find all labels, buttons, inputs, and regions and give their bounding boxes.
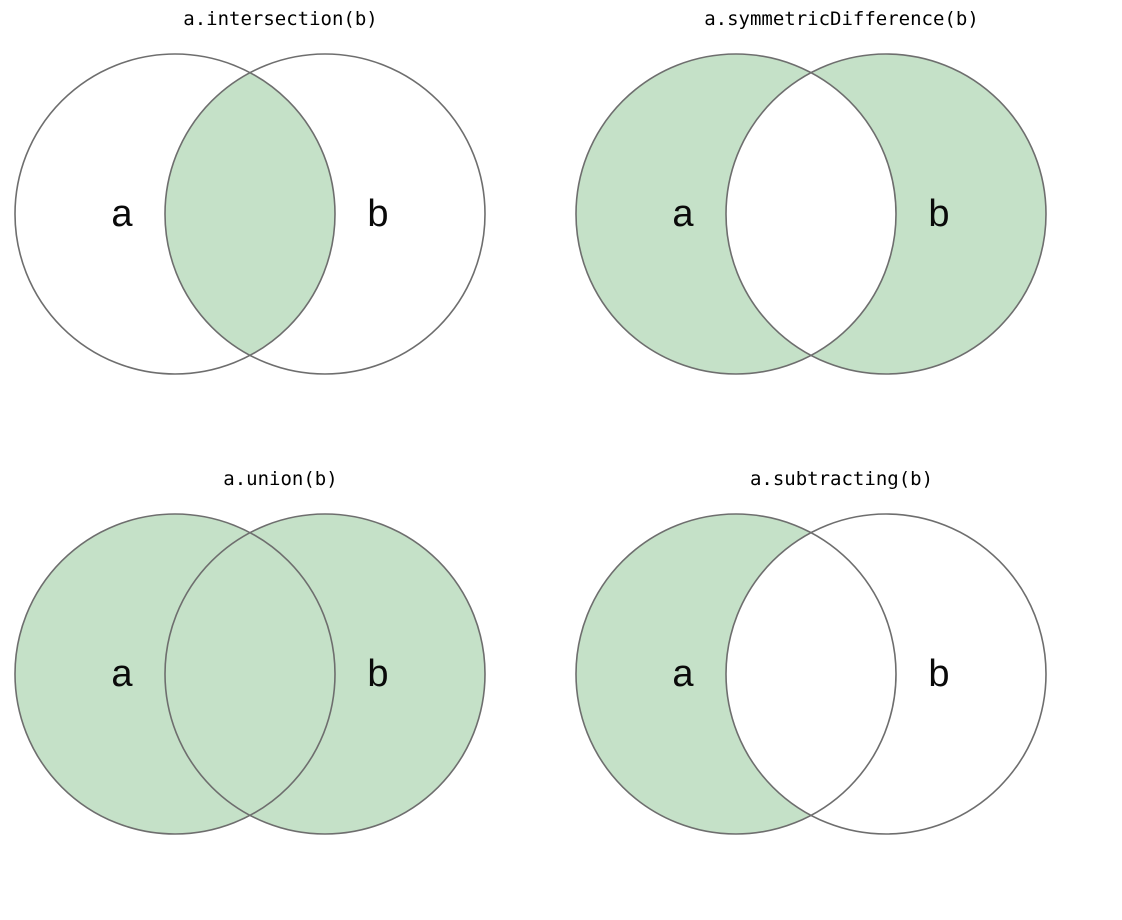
- set-label-b: b: [367, 653, 388, 695]
- venn-svg-intersection: a b: [14, 53, 486, 375]
- panel-subtracting: a.subtracting(b) a b: [561, 460, 1122, 920]
- set-label-a: a: [672, 193, 694, 235]
- panel-intersection: a.intersection(b) a b: [0, 0, 561, 460]
- panel-title-intersection: a.intersection(b): [183, 8, 378, 30]
- panel-title-union: a.union(b): [223, 468, 338, 490]
- panel-title-subtracting: a.subtracting(b): [749, 468, 934, 490]
- set-label-a: a: [111, 193, 133, 235]
- venn-svg-union: a b: [14, 513, 486, 835]
- venn-diagram-figure: a.intersection(b) a b: [0, 0, 1122, 835]
- panel-symmetric-difference: a.symmetricDifference(b) a b: [561, 0, 1122, 460]
- venn-svg-subtracting: a b: [575, 513, 1047, 835]
- circle-b-outline: [164, 53, 486, 375]
- set-label-b: b: [928, 193, 949, 235]
- set-label-b: b: [928, 653, 949, 695]
- circle-a-outline: [575, 513, 897, 835]
- circle-b-outline: [725, 513, 1047, 835]
- set-label-a: a: [672, 653, 694, 695]
- circle-a-outline: [575, 53, 897, 375]
- venn-svg-symmetric-difference: a b: [575, 53, 1047, 375]
- panel-title-symmetric-difference: a.symmetricDifference(b): [704, 8, 979, 30]
- set-label-b: b: [367, 193, 388, 235]
- circle-b-outline: [725, 53, 1047, 375]
- circle-b-outline: [164, 513, 486, 835]
- circle-a-outline: [14, 53, 336, 375]
- set-label-a: a: [111, 653, 133, 695]
- circle-a-outline: [14, 513, 336, 835]
- panel-union: a.union(b) a b: [0, 460, 561, 920]
